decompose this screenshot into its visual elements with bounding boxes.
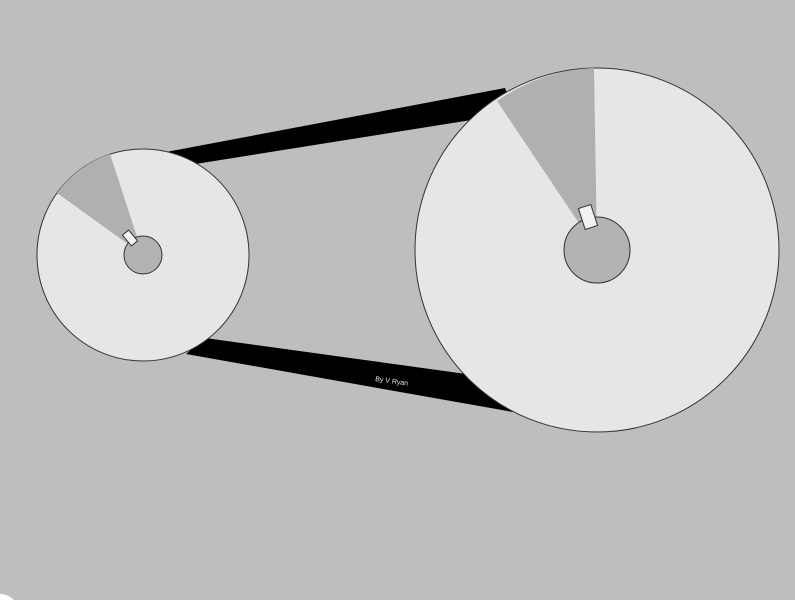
large-pulley [414,67,780,433]
drive-belt [166,88,515,412]
credit-label: By V Ryan [375,376,409,388]
small-pulley-sector [57,154,143,255]
small-pulley [36,148,250,362]
small-pulley-shaft [123,235,163,275]
belt-upper-run [166,88,515,166]
large-pulley-key [577,203,599,231]
belt-lower-run [186,338,513,412]
large-pulley-shaft [563,216,631,284]
large-pulley-sector [497,68,597,250]
corner-mark [0,594,14,600]
small-pulley-key [121,229,139,247]
